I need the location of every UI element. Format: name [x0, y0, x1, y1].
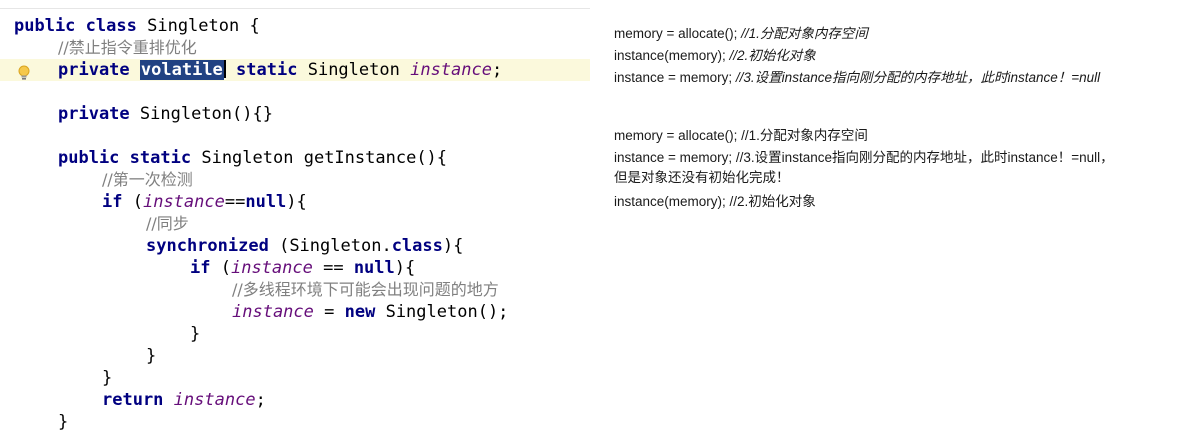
note-block2-line1: memory = allocate(); //1.分配对象内存空间 — [614, 126, 868, 146]
field-name: instance — [410, 60, 492, 80]
type-name: Singleton — [201, 148, 294, 168]
note-comment: //1.分配对象内存空间 — [741, 26, 868, 41]
type-name: Singleton — [289, 236, 382, 256]
code-line-method-decl[interactable]: public static Singleton getInstance(){ — [58, 148, 448, 168]
note-block1-line3: instance = memory; //3.设置instance指向刚分配的内… — [614, 68, 1100, 88]
keyword: static — [129, 148, 192, 168]
note-block2-line3: instance(memory); //2.初始化对象 — [614, 192, 816, 212]
code-comment-no-reorder[interactable]: //禁止指令重排优化 — [58, 37, 197, 59]
keyword: class — [85, 16, 137, 36]
note-comment: //3.设置instance指向刚分配的内存地址，此时instance！=nul… — [735, 70, 1101, 85]
keyword: return — [102, 390, 164, 410]
selected-keyword-volatile[interactable]: volatile — [139, 60, 224, 80]
note-code: memory = allocate(); — [614, 26, 742, 41]
code-line-first-if[interactable]: if (instance==null){ — [102, 192, 307, 212]
field-name: instance — [173, 390, 256, 410]
note-code: instance(memory); — [614, 194, 730, 209]
note-comment: 但是对象还没有初始化完成！ — [614, 170, 790, 185]
code-line-synchronized[interactable]: synchronized (Singleton.class){ — [146, 236, 464, 256]
code-line-field-decl[interactable]: private volatile static Singleton instan… — [0, 59, 590, 81]
keyword: static — [236, 60, 298, 80]
keyword: private — [58, 60, 130, 80]
keyword: null — [245, 192, 287, 212]
keyword: public — [14, 16, 76, 36]
field-name: instance — [230, 258, 313, 278]
comment-text: //第一次检测 — [102, 170, 193, 189]
comment-text: //多线程环境下可能会出现问题的地方 — [232, 280, 499, 299]
class-name: Singleton — [147, 16, 240, 36]
text-caret — [223, 60, 226, 78]
note-comment: //3.设置instance指向刚分配的内存地址，此时instance！=nul… — [735, 150, 1114, 165]
code-line-close-brace[interactable]: } — [190, 324, 201, 344]
note-block1-line2: instance(memory); //2.初始化对象 — [614, 46, 816, 66]
note-code: instance(memory); — [614, 48, 730, 63]
note-code: instance = memory; — [614, 150, 736, 165]
constructor-call: Singleton — [385, 302, 478, 322]
note-block1-line1: memory = allocate(); //1.分配对象内存空间 — [614, 24, 868, 44]
note-block2-line2-cont: 但是对象还没有初始化完成！ — [614, 168, 790, 188]
code-line-assignment[interactable]: instance = new Singleton(); — [232, 302, 509, 322]
note-comment: //2.初始化对象 — [729, 194, 816, 209]
code-comment-first-check[interactable]: //第一次检测 — [102, 169, 193, 191]
code-comment-problem[interactable]: //多线程环境下可能会出现问题的地方 — [232, 279, 499, 301]
code-line-close-brace[interactable]: } — [146, 346, 157, 366]
note-code: memory = allocate(); — [614, 128, 742, 143]
keyword: synchronized — [146, 236, 269, 256]
code-line-constructor[interactable]: private Singleton(){} — [58, 104, 273, 124]
field-name: instance — [142, 192, 225, 212]
keyword: if — [190, 258, 211, 278]
code-line-second-if[interactable]: if (instance == null){ — [190, 258, 416, 278]
code-comment-sync[interactable]: //同步 — [146, 213, 189, 235]
note-comment: //2.初始化对象 — [729, 48, 816, 63]
note-code: instance = memory; — [614, 70, 736, 85]
keyword: public — [58, 148, 120, 168]
comment-text: //禁止指令重排优化 — [58, 38, 197, 57]
keyword: new — [344, 302, 376, 322]
keyword: class — [391, 236, 443, 256]
code-editor[interactable]: public class Singleton { //禁止指令重排优化 priv… — [0, 8, 590, 432]
constructor-name: Singleton — [139, 104, 233, 124]
lightbulb-icon[interactable] — [18, 65, 30, 81]
type-name: Singleton — [307, 60, 400, 80]
code-line-close-brace[interactable]: } — [102, 368, 113, 388]
keyword: if — [102, 192, 123, 212]
keyword: private — [58, 104, 130, 124]
comment-text: //同步 — [146, 214, 189, 233]
code-line-return[interactable]: return instance; — [102, 390, 266, 410]
keyword: null — [353, 258, 395, 278]
field-name: instance — [232, 302, 314, 322]
method-name: getInstance — [303, 148, 417, 168]
code-line-class-decl[interactable]: public class Singleton { — [14, 16, 260, 36]
note-comment: //1.分配对象内存空间 — [741, 128, 868, 143]
note-block2-line2: instance = memory; //3.设置instance指向刚分配的内… — [614, 148, 1114, 168]
code-line-close-brace[interactable]: } — [58, 412, 69, 432]
